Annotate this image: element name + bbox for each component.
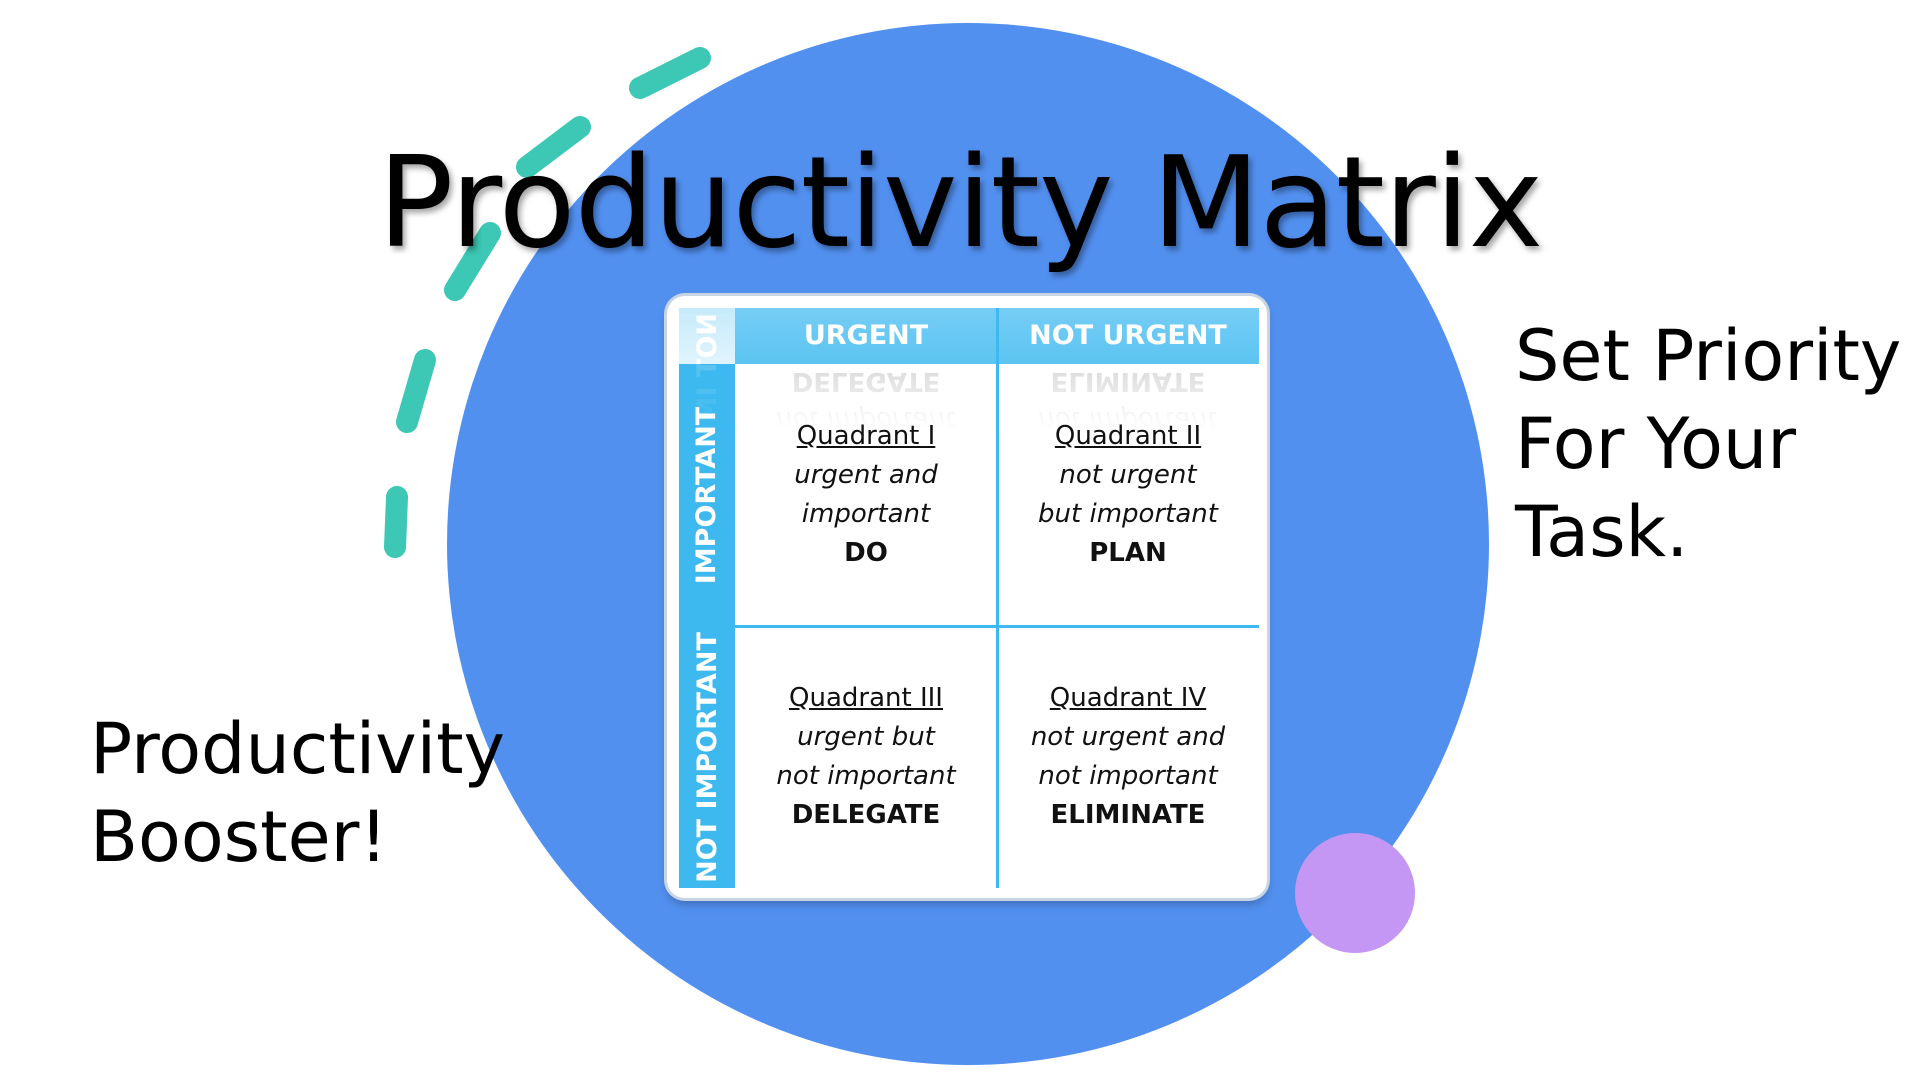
quadrant-desc: not important [776, 761, 956, 791]
quadrant-name: Quadrant III [789, 683, 943, 713]
right-text-line: Task. [1515, 491, 1689, 573]
quadrant-desc: important [801, 499, 931, 529]
row-header-important: IMPORTANT [691, 406, 723, 584]
quadrant-desc: urgent and [794, 460, 938, 490]
quadrant-action: PLAN [1089, 538, 1167, 568]
set-priority-text: Set Priority For Your Task. [1515, 312, 1901, 576]
quadrant-desc: not urgent and [1030, 722, 1226, 752]
arc-dash [384, 486, 408, 558]
page-title: Productivity Matrix [377, 129, 1544, 276]
quadrant-action: DELEGATE [791, 800, 941, 830]
productivity-matrix: URGENT NOT URGENT IMPORTANT NOT IMPORTAN… [667, 296, 1267, 900]
quadrant-1: Quadrant I urgent and important DO [735, 364, 997, 626]
quadrant-desc: not important [1038, 761, 1218, 791]
quadrant-4: Quadrant IV not urgent and not important… [997, 626, 1259, 888]
productivity-booster-text: Productivity Booster! [90, 705, 505, 881]
left-text-line: Booster! [90, 796, 388, 878]
quadrant-desc: urgent but [797, 722, 935, 752]
left-text-line: Productivity [90, 708, 505, 790]
arc-dash [396, 349, 436, 433]
quadrant-action: ELIMINATE [1050, 800, 1206, 830]
quadrant-name: Quadrant IV [1049, 683, 1207, 713]
quadrant-desc: not urgent [1059, 460, 1197, 490]
quadrant-3: Quadrant III urgent but not important DE… [735, 626, 997, 888]
right-text-line: For Your [1515, 403, 1797, 485]
matrix-divider-horizontal [735, 625, 1259, 628]
quadrant-name: Quadrant II [1054, 421, 1202, 451]
matrix-card: URGENT NOT URGENT IMPORTANT NOT IMPORTAN… [667, 296, 1267, 898]
row-header-not-important: NOT IMPORTANT [691, 631, 723, 883]
column-header-not-urgent: NOT URGENT [997, 308, 1259, 364]
quadrant-2: Quadrant II not urgent but important PLA… [997, 364, 1259, 626]
arc-dash [629, 47, 711, 99]
purple-accent-dot [1295, 833, 1415, 953]
quadrant-name: Quadrant I [796, 421, 936, 451]
column-header-urgent: URGENT [735, 308, 997, 364]
row-header-bar [679, 364, 735, 888]
quadrant-desc: but important [1038, 499, 1218, 529]
right-text-line: Set Priority [1515, 315, 1902, 397]
quadrant-action: DO [844, 538, 888, 568]
